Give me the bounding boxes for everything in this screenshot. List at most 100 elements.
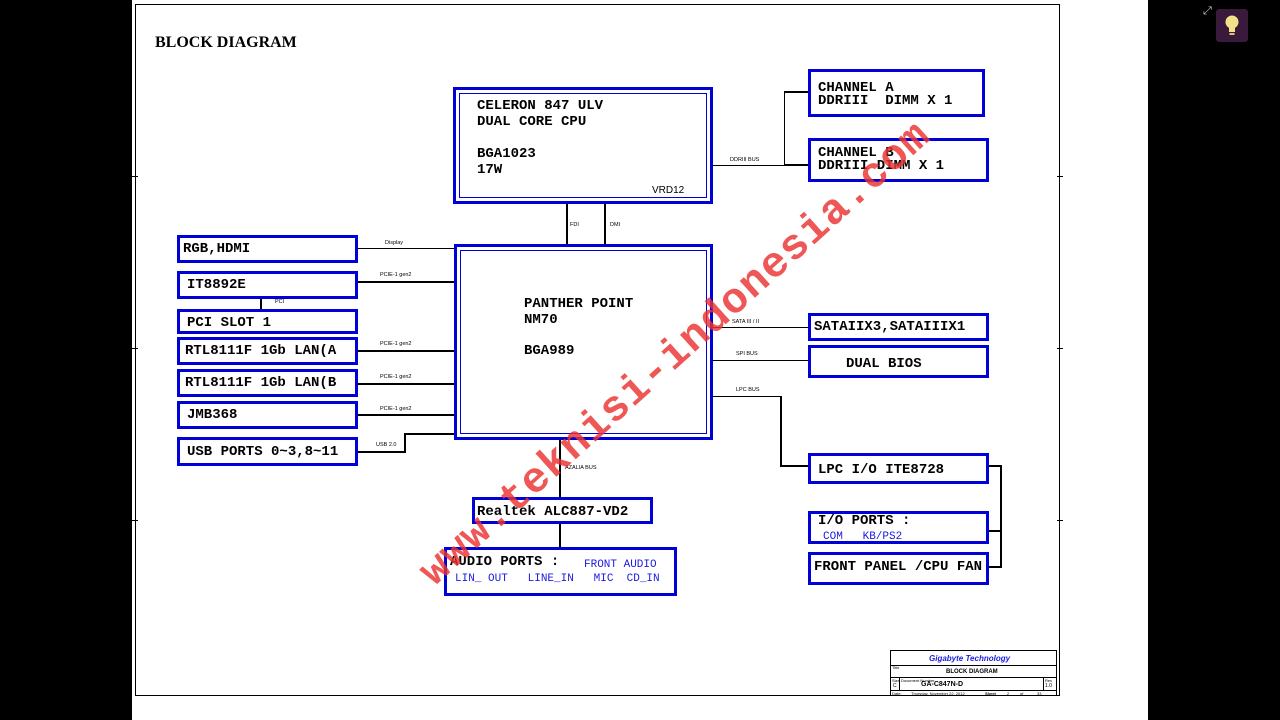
bus-label: SATA III / II: [732, 319, 759, 325]
cpu-line1: CELERON 847 ULV: [477, 98, 604, 114]
usb-ports-block: [177, 437, 358, 466]
pci-slot-block: [177, 309, 358, 334]
pcie-a-line: [357, 350, 455, 352]
usb-line: [404, 433, 455, 435]
bus-label: USB 2.0: [376, 442, 397, 448]
ddr-bus-line: [784, 164, 809, 166]
channel-a-line1: CHANNEL A: [818, 80, 894, 96]
pch-line1: PANTHER POINT: [524, 296, 634, 312]
lpc-io-block: [808, 453, 989, 484]
bus-label: FDI: [570, 222, 579, 228]
cpu-line3: BGA1023: [477, 146, 536, 162]
front-panel-block: [808, 552, 989, 585]
rev-label: Rev: [1045, 678, 1053, 683]
of-label: of: [1020, 691, 1024, 696]
bus-label: AZALIA BUS: [565, 465, 597, 471]
azalia-line: [559, 438, 561, 498]
frame-tick: [1057, 176, 1063, 177]
size-label: Size: [892, 678, 900, 683]
pch-line3: BGA989: [524, 343, 575, 359]
sata-label: SATAIIX3,SATAIIIX1: [814, 319, 966, 335]
jmb368-label: JMB368: [187, 407, 238, 423]
lpc-io-link: [1000, 465, 1002, 567]
bus-label: PCIE-1 gen2: [380, 374, 412, 380]
fdi-line: [566, 204, 568, 246]
pch-line2: NM70: [524, 312, 558, 328]
dual-bios-block: [808, 345, 989, 378]
sheet-title: BLOCK DIAGRAM: [946, 669, 998, 675]
channel-b-line1: CHANNEL B: [818, 145, 894, 161]
frame-tick: [1057, 520, 1063, 521]
audio-ports-block: [444, 547, 677, 596]
cpu-block: [453, 87, 713, 204]
pci-line: [260, 298, 262, 310]
dmi-line: [604, 204, 606, 246]
realtek-label: Realtek ALC887-VD2: [477, 504, 629, 520]
bus-label: DMI: [610, 222, 621, 228]
bus-label: PCIE-1 gen2: [380, 272, 412, 278]
ddr-bus-line: [712, 165, 784, 166]
doc-label: Document Number: [901, 678, 935, 683]
page-title: BLOCK DIAGRAM: [155, 34, 297, 51]
sata-line: [712, 327, 809, 328]
company-name: Gigabyte Technology: [929, 654, 1011, 663]
title-block-row: [891, 651, 1056, 666]
cpu-line2: DUAL CORE CPU: [477, 114, 587, 130]
lpc-io-link: [988, 530, 1002, 532]
sheet-value: 2: [1007, 691, 1010, 696]
title-label: Title: [892, 665, 900, 670]
title-block-row: [891, 690, 1056, 691]
usb-line: [404, 433, 406, 453]
channel-a-block: [808, 69, 985, 117]
lpc-line: [780, 465, 809, 467]
pch-block: [454, 244, 713, 440]
lightbulb-button[interactable]: [1216, 9, 1248, 42]
sheet-label: Sheet: [985, 691, 996, 696]
title-block: Gigabyte Technology Title BLOCK DIAGRAM …: [890, 650, 1057, 696]
audio-front-label: FRONT AUDIO: [584, 559, 657, 571]
lpc-line: [780, 396, 782, 467]
bus-label: Display: [385, 240, 404, 246]
audio-ports-sub: LIN_ OUT LINE_IN MIC CD_IN: [455, 573, 660, 585]
bus-label: LPC BUS: [736, 387, 760, 393]
bus-label: SPI BUS: [736, 351, 758, 357]
io-ports-title: I/O PORTS :: [818, 513, 911, 529]
sata-block: [808, 313, 989, 341]
realtek-block: [472, 497, 653, 524]
dual-bios-label: DUAL BIOS: [846, 356, 922, 372]
cpu-tag: VRD12: [652, 185, 685, 196]
channel-b-block: [808, 138, 989, 182]
lpc-io-link: [988, 465, 1002, 467]
channel-a-line2: DDRIII DIMM X 1: [818, 93, 953, 109]
doc-number: GA-C847N-D: [921, 681, 964, 688]
pcie-it-line: [357, 281, 455, 283]
lpc-io-label: LPC I/O ITE8728: [818, 462, 945, 478]
display-line: [357, 248, 455, 249]
spi-line: [712, 360, 809, 361]
frame-tick: [132, 348, 138, 349]
rgb-hdmi-block: [177, 235, 358, 263]
io-ports-block: [808, 511, 989, 544]
title-block-row: [891, 677, 1056, 678]
title-block-divider: [1043, 678, 1044, 690]
bus-label: PCIE-1 gen2: [380, 406, 412, 412]
drawing-frame: [135, 4, 1060, 696]
lpc-io-link: [988, 566, 1002, 568]
audio-link: [559, 522, 561, 549]
rtl-b-block: [177, 369, 358, 397]
pcie-b-line: [357, 383, 455, 385]
fullscreen-icon[interactable]: ⤢: [1203, 4, 1212, 17]
rgb-hdmi-label: RGB,HDMI: [183, 241, 251, 257]
bus-label: DDRIII BUS: [730, 157, 760, 163]
rtl-b-label: RTL8111F 1Gb LAN(B: [185, 375, 337, 391]
rev-value: 1.0: [1045, 683, 1052, 689]
channel-b-line2: DDRIII DIMM X 1: [818, 158, 945, 174]
lightbulb-icon: [1225, 15, 1239, 35]
frame-tick: [132, 176, 138, 177]
ddr-bus-line: [784, 91, 809, 93]
date-label: Date:: [892, 691, 902, 696]
usb-line: [357, 451, 405, 453]
pci-slot-label: PCI SLOT 1: [187, 315, 272, 331]
bus-label: PCIE-1 gen2: [380, 341, 412, 347]
it8892e-block: [177, 271, 358, 299]
